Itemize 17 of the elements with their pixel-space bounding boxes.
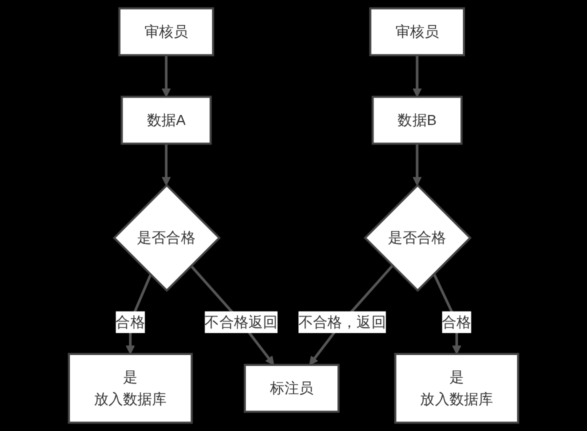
- edge-label: 不合格返回: [204, 313, 278, 330]
- node-box: 数据B: [372, 96, 463, 145]
- arrow: [412, 144, 422, 186]
- arrow: [412, 55, 422, 98]
- arrow: [162, 55, 171, 98]
- edge-label: 合格: [116, 313, 145, 330]
- node-box: 是 放入数据库: [394, 352, 520, 424]
- node-box: 数据A: [120, 96, 212, 145]
- node-diamond: 是否合格: [112, 184, 221, 292]
- edge-label: 合格: [442, 313, 472, 330]
- node-box: 审核员: [369, 7, 466, 56]
- node-box: 审核员: [118, 7, 214, 56]
- edge-label: 不合格，返回: [298, 313, 386, 330]
- node-box: 标注员: [244, 364, 340, 413]
- arrow: [162, 144, 171, 186]
- node-diamond: 是否合格: [364, 184, 472, 292]
- node-box: 是 放入数据库: [68, 352, 193, 424]
